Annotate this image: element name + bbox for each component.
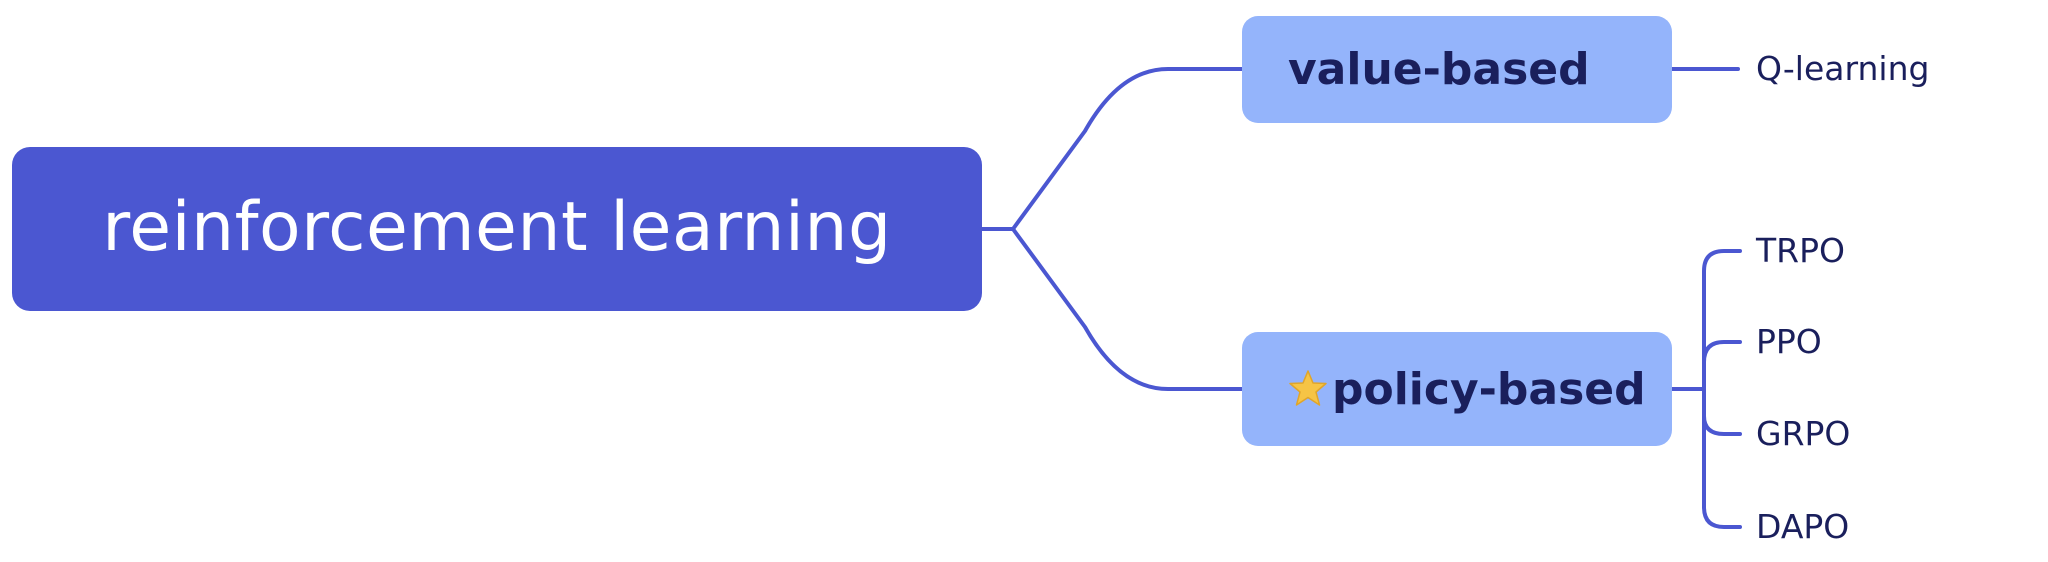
leaf-node-label: DAPO <box>1756 507 1850 546</box>
leaf-node-grpo[interactable]: GRPO <box>1756 414 1850 454</box>
star-icon <box>1289 370 1327 406</box>
connector-root-to-value-based <box>1011 67 1244 231</box>
star-icon-shape <box>1289 370 1327 406</box>
leaf-node-ppo[interactable]: PPO <box>1756 322 1822 362</box>
leaf-node-label: TRPO <box>1756 231 1845 270</box>
root-node[interactable]: reinforcement learning <box>12 147 982 311</box>
connector-lines <box>980 67 1742 529</box>
connector-root-to-policy-based <box>1011 227 1244 391</box>
root-node-label: reinforcement learning <box>102 187 892 267</box>
leaf-node-trpo[interactable]: TRPO <box>1756 231 1845 271</box>
leaf-node-label: GRPO <box>1756 414 1851 453</box>
connector-policy-to-ppo <box>1702 340 1742 364</box>
branch-node-value-based[interactable]: value-based <box>1242 16 1672 123</box>
leaf-node-label: Q-learning <box>1756 49 1930 88</box>
branch-node-label: value-based <box>1288 44 1590 95</box>
leaf-node-dapo[interactable]: DAPO <box>1756 507 1849 547</box>
branch-node-label: policy-based <box>1332 363 1646 415</box>
leaf-node-label: PPO <box>1756 322 1822 361</box>
leaf-node-q-learning[interactable]: Q-learning <box>1756 49 1929 89</box>
connector-policy-bracket-top <box>1702 249 1742 391</box>
branch-node-policy-based[interactable]: policy-based <box>1242 332 1672 446</box>
connector-policy-bracket-bottom <box>1702 387 1742 529</box>
connector-policy-to-grpo <box>1702 414 1742 436</box>
